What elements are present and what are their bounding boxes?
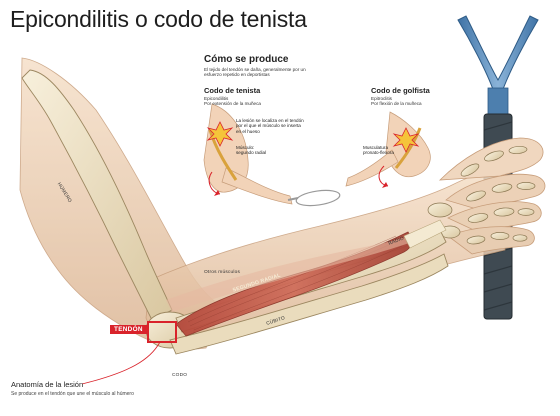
tendon <box>403 219 447 249</box>
tennis-elbow-pain-icon <box>206 121 234 147</box>
lesion-title: Anatomía de la lesión <box>11 380 84 389</box>
hand <box>427 137 546 255</box>
golfer-elbow-pain-icon <box>392 127 420 153</box>
other-muscles-label: Otros músculos <box>204 270 241 275</box>
tennis-elbow-figure <box>203 103 341 207</box>
other-muscles <box>166 232 420 312</box>
tennis-elbow-title: Codo de tenista <box>204 86 261 95</box>
golfer-elbow-line2: Por flexión de la muñeca <box>371 101 422 106</box>
tendon-highlight-box <box>147 321 177 343</box>
lesion-description: Se produce en el tendón que une el múscu… <box>11 391 134 397</box>
tendon-badge: TENDÓN <box>110 325 147 334</box>
tennis-elbow-line2: Por extensión de la muñeca <box>204 101 261 106</box>
golfer-elbow-figure <box>345 111 431 188</box>
ulna-bone <box>169 253 449 355</box>
tennis-elbow-line1: Epicondilitis <box>204 96 229 101</box>
golfer-elbow-muscle-note: Musculatura pronato-flexora <box>363 145 394 156</box>
page-title: Epicondilitis o codo de tenista <box>10 6 307 32</box>
how-it-happens-description: El tejido del tendón se daña, generalmen… <box>204 67 306 78</box>
golfer-elbow-line1: Epitroclitis <box>371 96 392 101</box>
how-it-happens-title: Cómo se produce <box>204 54 289 65</box>
tennis-elbow-lesion-note: La lesión se localiza en el tendón por e… <box>236 118 304 134</box>
elbow-label: CODO <box>172 373 188 378</box>
tennis-elbow-muscle-note: Músculo: segundo radial <box>236 145 267 156</box>
golfer-elbow-title: Codo de golfista <box>371 86 430 95</box>
lesion-callout-line <box>81 341 161 385</box>
